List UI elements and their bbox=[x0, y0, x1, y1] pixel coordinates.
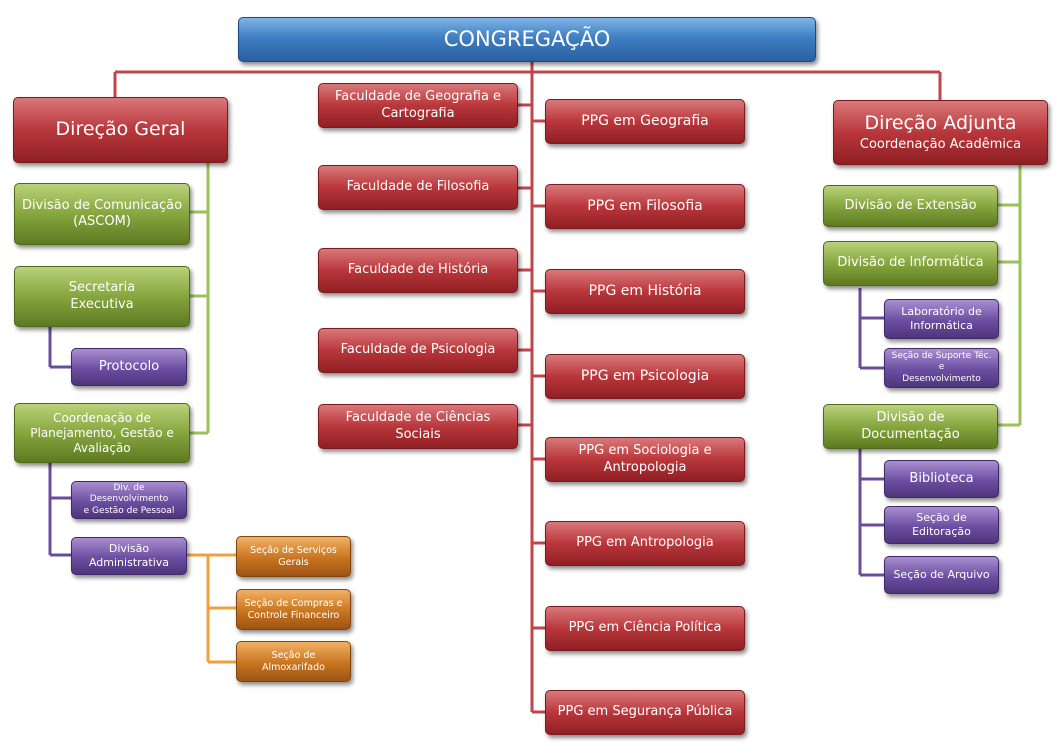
ppg-filosofia-label: PPG em Filosofia bbox=[587, 197, 703, 214]
ascom-line-1: Divisão de Comunicação bbox=[21, 197, 183, 213]
ppg-ciencia-politica-box: PPG em Ciência Política bbox=[545, 606, 745, 651]
divisao-extensao-label: Divisão de Extensão bbox=[844, 197, 977, 213]
faculdade-psicologia-label: Faculdade de Psicologia bbox=[340, 342, 496, 358]
laboratorio-box: Laboratório de Informática bbox=[884, 299, 999, 339]
div-desenvolvimento-line-2: e Gestão de Pessoal bbox=[83, 505, 175, 516]
protocolo-box: Protocolo bbox=[71, 348, 187, 386]
faculdade-geografia-line-1: Faculdade de Geografia e bbox=[334, 89, 502, 105]
ppg-geografia-box: PPG em Geografia bbox=[545, 99, 745, 144]
faculdade-ciencias-sociais-line-1: Faculdade de Ciências bbox=[345, 410, 491, 426]
divisao-documentacao-label: Divisão de Documentação bbox=[861, 410, 960, 442]
divisao-informatica-box: Divisão de Informática bbox=[823, 241, 998, 286]
faculdade-filosofia-label: Faculdade de Filosofia bbox=[346, 179, 490, 195]
congregacao-label: CONGREGAÇÃO bbox=[443, 27, 611, 52]
compras-line-2: Controle Financeiro bbox=[247, 609, 340, 621]
secretaria-box: Secretaria Executiva bbox=[14, 266, 190, 327]
faculdade-psicologia-box: Faculdade de Psicologia bbox=[318, 328, 518, 373]
divisao-informatica-label: Divisão de Informática bbox=[837, 255, 984, 271]
ppg-psicologia-box: PPG em Psicologia bbox=[545, 354, 745, 399]
coordenacao-line-3: Avaliação bbox=[73, 440, 131, 455]
laboratorio-line-2: Informática bbox=[910, 319, 973, 332]
direcao-geral-box: Direção Geral bbox=[13, 97, 228, 163]
divisao-extensao-box: Divisão de Extensão bbox=[823, 185, 998, 227]
suporte-line-1: Seção de Suporte Téc. e bbox=[891, 351, 992, 373]
ascom-line-2: (ASCOM) bbox=[73, 214, 131, 229]
almoxarifado-line-1: Seção de bbox=[271, 649, 316, 661]
direcao-adjunta-box: Direção Adjunta Coordenação Acadêmica bbox=[833, 100, 1048, 165]
ascom-box: Divisão de Comunicação (ASCOM) bbox=[14, 183, 190, 245]
ppg-sociologia-box: PPG em Sociologia e Antropologia bbox=[545, 437, 745, 482]
div-desenvolvimento-line-1: Div. de Desenvolvimento bbox=[89, 483, 169, 505]
orange-connectors bbox=[187, 553, 236, 664]
ppg-historia-label: PPG em História bbox=[588, 282, 702, 299]
almoxarifado-box: Seção de Almoxarifado bbox=[236, 641, 351, 682]
suporte-line-2: Desenvolvimento bbox=[902, 373, 981, 384]
arquivo-label: Seção de Arquivo bbox=[893, 568, 990, 582]
ppg-historia-box: PPG em História bbox=[545, 269, 745, 314]
biblioteca-label: Biblioteca bbox=[909, 470, 974, 486]
red-connectors bbox=[113, 60, 942, 714]
compras-line-1: Seção de Compras e bbox=[244, 597, 343, 609]
faculdade-filosofia-box: Faculdade de Filosofia bbox=[318, 165, 518, 210]
ppg-antropologia-label: PPG em Antropologia bbox=[576, 535, 714, 551]
div-desenvolvimento-box: Div. de Desenvolvimento e Gestão de Pess… bbox=[71, 481, 187, 519]
suporte-box: Seção de Suporte Téc. e Desenvolvimento bbox=[884, 348, 999, 388]
coordenacao-line-1: Coordenação de bbox=[53, 410, 151, 425]
ppg-sociologia-line-1: PPG em Sociologia e bbox=[578, 443, 712, 459]
ppg-psicologia-label: PPG em Psicologia bbox=[580, 367, 710, 384]
editoracao-label: Seção de Editoração bbox=[912, 511, 971, 538]
almoxarifado-line-2: Almoxarifado bbox=[262, 661, 325, 673]
servicos-gerais-box: Seção de Serviços Gerais bbox=[236, 536, 351, 577]
editoracao-box: Seção de Editoração bbox=[884, 506, 999, 544]
faculdade-geografia-line-2: Cartografia bbox=[381, 105, 455, 121]
direcao-geral-label: Direção Geral bbox=[55, 118, 186, 141]
div-administrativa-box: Divisão Administrativa bbox=[71, 537, 187, 575]
direcao-adjunta-subtitle: Coordenação Acadêmica bbox=[859, 137, 1022, 153]
ppg-sociologia-line-2: Antropologia bbox=[603, 459, 687, 475]
servicos-gerais-line-2: Gerais bbox=[278, 556, 309, 568]
green-connectors bbox=[190, 163, 1022, 435]
div-administrativa-line-1: Divisão bbox=[108, 542, 150, 556]
ppg-antropologia-box: PPG em Antropologia bbox=[545, 521, 745, 566]
div-administrativa-line-2: Administrativa bbox=[88, 556, 170, 569]
arquivo-box: Seção de Arquivo bbox=[884, 556, 999, 594]
direcao-adjunta-title: Direção Adjunta bbox=[864, 111, 1017, 134]
ppg-filosofia-box: PPG em Filosofia bbox=[545, 184, 745, 229]
ppg-seguranca-box: PPG em Segurança Pública bbox=[545, 690, 745, 735]
faculdade-historia-box: Faculdade de História bbox=[318, 248, 518, 293]
divisao-documentacao-box: Divisão de Documentação bbox=[823, 404, 998, 449]
ppg-ciencia-politica-label: PPG em Ciência Política bbox=[568, 620, 722, 636]
purple-connectors bbox=[48, 288, 884, 577]
compras-box: Seção de Compras e Controle Financeiro bbox=[236, 589, 351, 630]
coordenacao-box: Coordenação de Planejamento, Gestão e Av… bbox=[14, 403, 190, 463]
coordenacao-line-2: Planejamento, Gestão e bbox=[30, 425, 174, 440]
ppg-geografia-label: PPG em Geografia bbox=[581, 112, 709, 129]
faculdade-geografia-box: Faculdade de Geografia e Cartografia bbox=[318, 83, 518, 128]
ppg-seguranca-label: PPG em Segurança Pública bbox=[557, 704, 733, 720]
congregacao-box: CONGREGAÇÃO bbox=[238, 17, 816, 62]
faculdade-ciencias-sociais-box: Faculdade de Ciências Sociais bbox=[318, 404, 518, 449]
secretaria-line-1: Secretaria bbox=[68, 280, 136, 296]
secretaria-line-2: Executiva bbox=[70, 296, 134, 312]
faculdade-historia-label: Faculdade de História bbox=[347, 262, 489, 278]
laboratorio-line-1: Laboratório de bbox=[901, 305, 982, 319]
biblioteca-box: Biblioteca bbox=[884, 460, 999, 498]
faculdade-ciencias-sociais-line-2: Sociais bbox=[395, 426, 441, 442]
protocolo-label: Protocolo bbox=[98, 358, 160, 374]
servicos-gerais-line-1: Seção de Serviços bbox=[250, 544, 337, 556]
